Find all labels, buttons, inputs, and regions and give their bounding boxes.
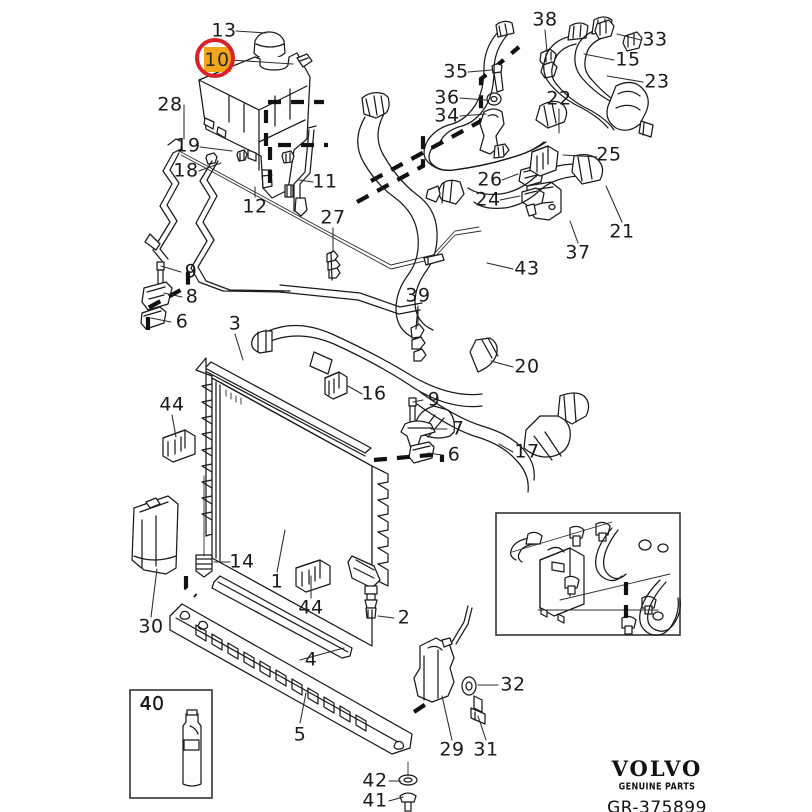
inset-coolant-bottle-box [129, 689, 213, 799]
hose-23 [574, 16, 643, 105]
callout-32[interactable]: 32 [500, 673, 526, 696]
callout-27[interactable]: 27 [320, 206, 346, 229]
clip-19-group [205, 149, 295, 165]
hose-20 [251, 324, 499, 408]
callout-12[interactable]: 12 [242, 195, 268, 218]
callout-13[interactable]: 13 [211, 19, 237, 42]
callout-6[interactable]: 6 [447, 443, 461, 466]
callout-37[interactable]: 37 [565, 241, 591, 264]
callout-42[interactable]: 42 [362, 769, 388, 792]
mount-14 [195, 475, 213, 578]
highlight-ring [195, 38, 235, 78]
callout-18[interactable]: 18 [173, 159, 199, 182]
mount-7-assembly [400, 397, 436, 464]
callout-25[interactable]: 25 [596, 143, 622, 166]
coolant-line-18 [190, 160, 423, 315]
hose-junction [606, 81, 654, 138]
callout-2[interactable]: 2 [397, 606, 411, 629]
callout-11[interactable]: 11 [312, 170, 338, 193]
callout-17[interactable]: 17 [514, 440, 540, 463]
genuine-parts-text: GENUINE PARTS [618, 780, 696, 792]
callout-29[interactable]: 29 [439, 738, 465, 761]
fastener-42-41 [398, 761, 418, 812]
phantom-line-c [355, 128, 426, 204]
callout-34[interactable]: 34 [434, 104, 460, 127]
radiator-core [195, 357, 389, 647]
hose-15 [543, 22, 615, 131]
highlighted-callout-10[interactable]: 10 [195, 38, 239, 82]
callout-43[interactable]: 43 [514, 257, 540, 280]
phantom-bracket-r [412, 698, 434, 714]
bar-4 [211, 575, 353, 659]
bracket-29-assembly [413, 605, 486, 725]
highlight-number: 10 [204, 49, 230, 71]
sensor-24 [521, 187, 545, 217]
callout-24[interactable]: 24 [475, 188, 501, 211]
clip-27 [326, 250, 341, 281]
deflector-30 [131, 495, 179, 575]
callout-26[interactable]: 26 [477, 168, 503, 191]
phantom-deflector [183, 576, 198, 598]
hose-17 [413, 391, 590, 493]
callout-39[interactable]: 39 [405, 284, 431, 307]
clip-38 [539, 48, 558, 79]
phantom-mount-left [145, 268, 191, 330]
part-11 [293, 125, 317, 217]
callout-3[interactable]: 3 [228, 312, 242, 335]
callout-15[interactable]: 15 [615, 48, 641, 71]
callout-4[interactable]: 4 [304, 648, 318, 671]
callout-21[interactable]: 21 [609, 220, 635, 243]
callout-36[interactable]: 36 [434, 86, 460, 109]
clip-16 [324, 371, 348, 400]
callout-23[interactable]: 23 [644, 70, 670, 93]
callout-14[interactable]: 14 [229, 550, 255, 573]
callout-30[interactable]: 30 [138, 615, 164, 638]
hose-21 [425, 145, 604, 209]
callout-7[interactable]: 7 [451, 417, 465, 440]
grommet-44-bottom [295, 559, 331, 593]
callout-9[interactable]: 9 [184, 260, 198, 283]
callout-22[interactable]: 22 [546, 87, 572, 110]
callout-9[interactable]: 9 [427, 388, 441, 411]
callout-5[interactable]: 5 [293, 723, 307, 746]
part-12 [284, 184, 294, 198]
callout-1[interactable]: 1 [270, 570, 284, 593]
callout-44[interactable]: 44 [159, 393, 185, 416]
callout-44[interactable]: 44 [298, 596, 324, 619]
leader-lines [150, 29, 644, 802]
callout-31[interactable]: 31 [473, 738, 499, 761]
callout-41[interactable]: 41 [362, 789, 388, 812]
inset-label-40: 40 [139, 693, 165, 715]
callout-28[interactable]: 28 [157, 93, 183, 116]
callout-38[interactable]: 38 [532, 8, 558, 31]
callout-40[interactable]: 40 [139, 692, 165, 715]
callout-8[interactable]: 8 [185, 285, 199, 308]
phantom-mount-right [373, 451, 445, 463]
part-3-rail [204, 361, 372, 457]
coolant-line-28 [144, 138, 183, 262]
volvo-wordmark: VOLVO [611, 756, 703, 781]
expansion-tank-group [198, 31, 313, 199]
grommet-44-left [162, 429, 196, 463]
brand-block: VOLVO GENUINE PARTS GR-375899 [607, 758, 707, 812]
callout-35[interactable]: 35 [443, 60, 469, 83]
callout-20[interactable]: 20 [514, 355, 540, 378]
callout-19[interactable]: 19 [175, 134, 201, 157]
part-number: GR-375899 [607, 798, 707, 812]
callout-6[interactable]: 6 [175, 310, 189, 333]
callout-33[interactable]: 33 [642, 28, 668, 51]
drain-plug-2 [364, 585, 378, 619]
callout-16[interactable]: 16 [361, 382, 387, 405]
inset-heater-box [495, 512, 681, 636]
phantom-line-b [267, 142, 328, 183]
crossbeam-5 [169, 603, 413, 755]
